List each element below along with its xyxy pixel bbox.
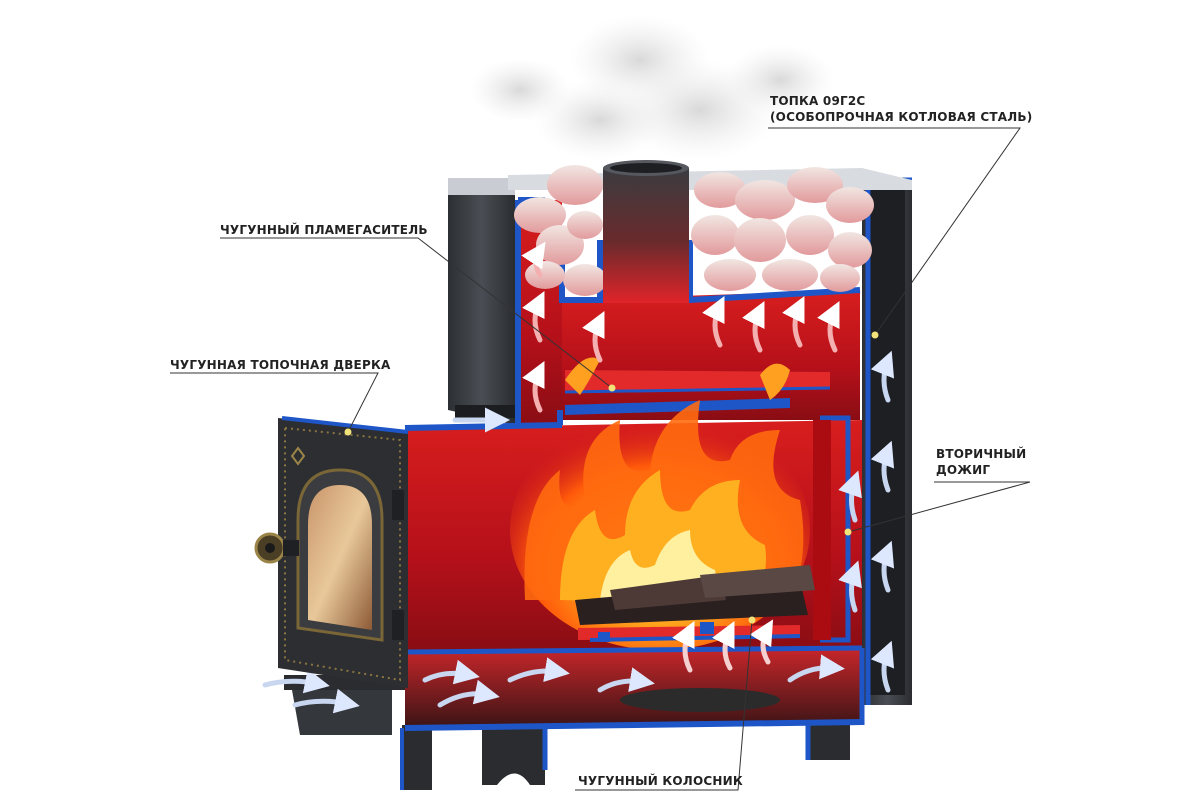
door-handle[interactable] <box>254 532 299 564</box>
door-emblem-icon <box>290 446 306 466</box>
callout-secondary-afterburn: ВТОРИЧНЫЙ ДОЖИГ <box>936 446 1026 478</box>
ash-chamber <box>400 645 865 790</box>
rear-casing <box>448 178 515 425</box>
airflow-arrows <box>262 241 895 714</box>
steam-cloud <box>470 15 835 160</box>
cast-iron-door <box>254 416 409 688</box>
callout-firebox-steel-line2: (ОСОБОПРОЧНАЯ КОТЛОВАЯ СТАЛЬ) <box>770 110 1033 124</box>
callout-cast-iron-grate: ЧУГУННЫЙ КОЛОСНИК <box>578 774 743 788</box>
callout-secondary-afterburn-line2: ДОЖИГ <box>936 463 991 477</box>
leader-lines <box>170 127 1031 791</box>
door-hinges <box>392 490 404 640</box>
chimney-pipe <box>603 160 689 303</box>
callout-firebox-steel: ТОПКА 09Г2С (ОСОБОПРОЧНАЯ КОТЛОВАЯ СТАЛЬ… <box>770 93 1032 125</box>
callout-flame-arrester: ЧУГУННЫЙ ПЛАМЕГАСИТЕЛЬ <box>220 223 428 237</box>
callout-firebox-steel-line1: ТОПКА 09Г2С <box>770 94 866 108</box>
sauna-stones <box>514 165 874 296</box>
callout-firebox-door: ЧУГУННАЯ ТОПОЧНАЯ ДВЕРКА <box>170 358 391 372</box>
callout-secondary-afterburn-line1: ВТОРИЧНЫЙ <box>936 447 1027 461</box>
firewood-logs <box>575 565 815 625</box>
leader-dots <box>344 331 879 624</box>
